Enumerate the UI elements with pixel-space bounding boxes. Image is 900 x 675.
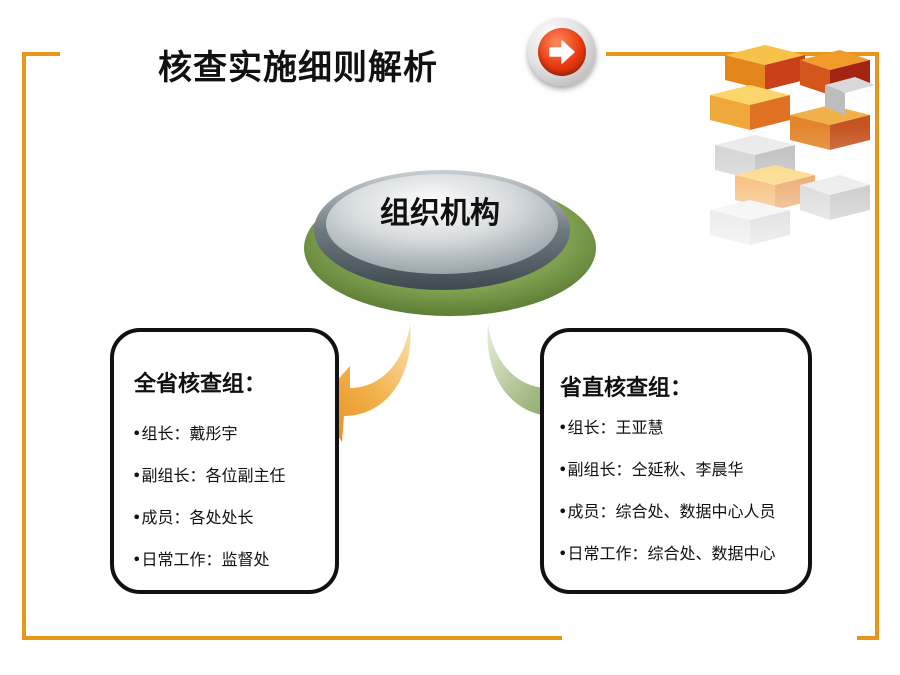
frame-bottom-right [857,636,879,640]
list-item: •日常工作：监督处 [132,550,270,569]
right-arrow-icon [549,40,575,64]
frame-top-left [22,52,60,56]
frame-bottom-left [22,636,562,640]
frame-right [875,52,879,640]
direct-check-group-card: 省直核查组： •组长：王亚慧 •副组长：仝延秋、李晨华 •成员：综合处、数据中心… [540,328,812,594]
page-title: 核查实施细则解析 [158,48,438,88]
hub-label: 组织机构 [380,196,500,231]
next-slide-button[interactable] [528,18,596,86]
list-item: •组长：王亚慧 [558,418,664,437]
isometric-blocks-graphic [705,45,875,265]
frame-left [22,52,26,640]
org-hub-disc [304,170,596,316]
list-item: •副组长：仝延秋、李晨华 [558,460,744,479]
left-curved-arrow [316,323,411,442]
list-item: •日常工作：综合处、数据中心 [558,544,776,563]
card-title: 全省核查组： [134,372,267,397]
card-title: 省直核查组： [560,376,693,401]
list-item: •成员：综合处、数据中心人员 [558,502,776,521]
list-item: •组长：戴彤宇 [132,424,238,443]
block-group-middle [710,77,875,150]
list-item: •副组长：各位副主任 [132,466,286,485]
list-item: •成员：各处处长 [132,508,254,527]
province-check-group-card: 全省核查组： •组长：戴彤宇 •副组长：各位副主任 •成员：各处处长 •日常工作… [110,328,339,594]
